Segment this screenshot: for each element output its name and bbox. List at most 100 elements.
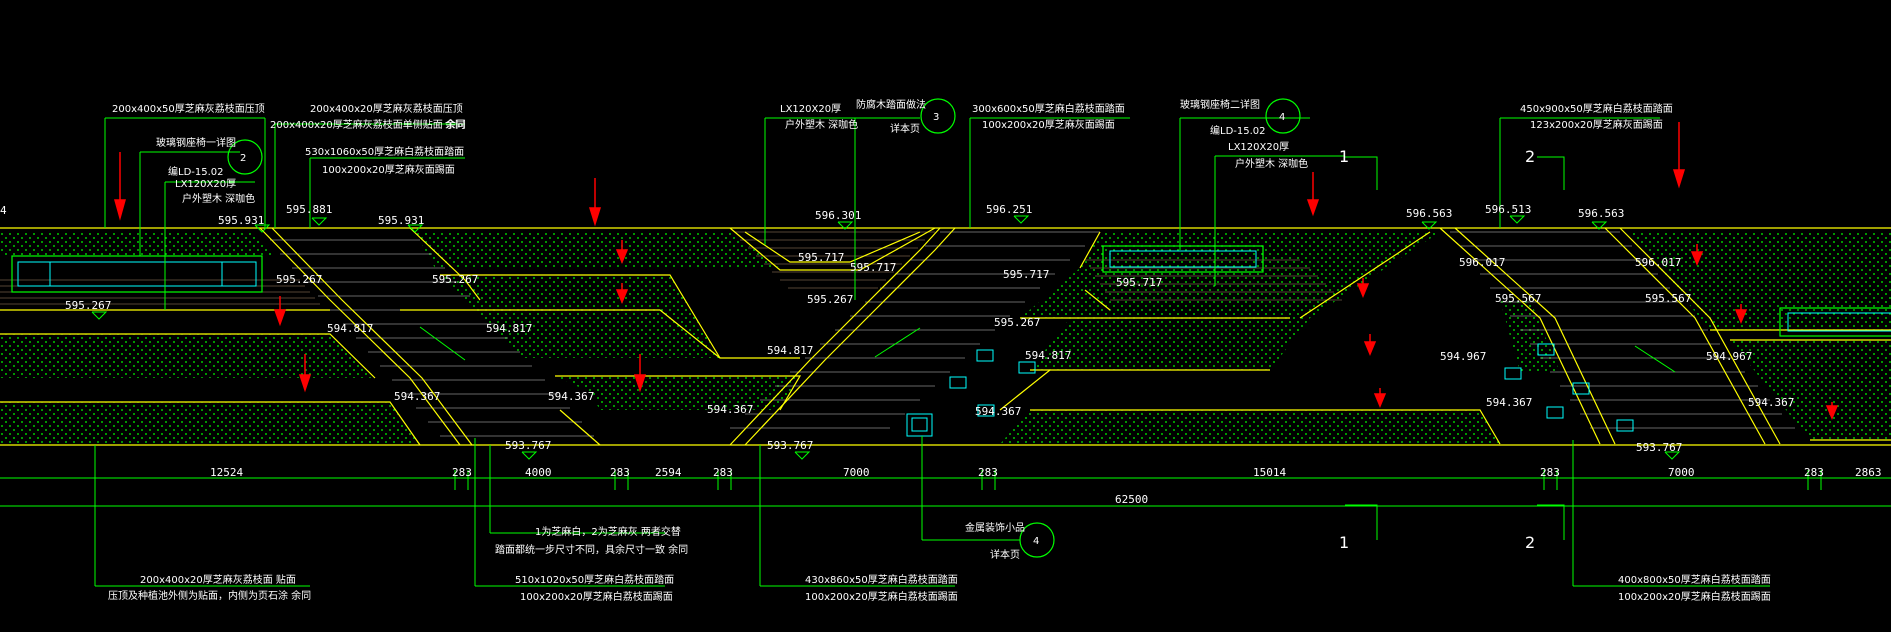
note-32: 100x200x20厚芝麻白荔枝面踢面 (1618, 590, 1771, 603)
red-arrows (114, 122, 1839, 420)
elev: 596.251 (986, 203, 1032, 216)
elev: 4 (0, 204, 7, 217)
elev: 594.967 (1706, 350, 1752, 363)
elev: 595.717 (1116, 276, 1162, 289)
dim: 7000 (1668, 466, 1695, 479)
note-28: 详本页 (990, 548, 1020, 561)
bench-1 (11, 255, 263, 293)
elev: 593.767 (1636, 441, 1682, 454)
leader-lines (94, 117, 1770, 587)
note-3: 玻璃钢座椅一详图 (156, 136, 236, 149)
note-29: 430x860x50厚芝麻白荔枝面踏面 (805, 573, 958, 586)
dim: 283 (452, 466, 472, 479)
planter-4b (1030, 318, 1310, 370)
dim: 15014 (1253, 466, 1286, 479)
planter-mid-left (0, 334, 375, 378)
note-10: 户外塑木 深咖色 (785, 118, 858, 131)
dim: 283 (1540, 466, 1560, 479)
elev: 594.817 (327, 322, 373, 335)
note-20: 123x200x20厚芝麻灰面踢面 (1530, 118, 1663, 131)
elev: 595.717 (798, 251, 844, 264)
elev: 596.017 (1459, 256, 1505, 269)
note-9: LX120X20厚 (780, 103, 841, 115)
elev: 594.367 (1486, 396, 1532, 409)
ramp-arrows (419, 326, 1676, 373)
note-6: 户外塑木 深咖色 (182, 192, 255, 205)
planter-right1 (1630, 232, 1891, 330)
section-mark: 2 (1525, 533, 1535, 552)
planter-2b (440, 275, 720, 358)
elev: 594.367 (975, 405, 1021, 418)
note-13: 300x600x50厚芝麻白荔枝面踏面 (972, 102, 1125, 115)
note-31: 400x800x50厚芝麻白荔枝面踏面 (1618, 573, 1771, 586)
note-24: 100x200x20厚芝麻白荔枝面踢面 (520, 590, 673, 603)
bubble-label: 2 (240, 153, 246, 164)
elevation-markers (91, 215, 1681, 460)
dim: 283 (713, 466, 733, 479)
bubble-label: 3 (933, 112, 939, 123)
elev: 595.931 (218, 214, 264, 227)
elev: 594.367 (394, 390, 440, 403)
elev: 595.267 (432, 273, 478, 286)
note-23: 510x1020x50厚芝麻白荔枝面踏面 (515, 573, 674, 586)
note-25: 200x400x20厚芝麻灰荔枝面 贴面 (140, 573, 296, 586)
elev: 596.563 (1406, 207, 1452, 220)
elev: 596.017 (1635, 256, 1681, 269)
bubble-label: 4 (1279, 112, 1285, 123)
planter-4a (1020, 232, 1440, 318)
dim: 7000 (843, 466, 870, 479)
section-mark: 1 (1339, 533, 1349, 552)
elev: 594.367 (707, 403, 753, 416)
planter-2c (555, 376, 800, 410)
light-fixtures (949, 343, 1634, 432)
elev: 595.717 (1003, 268, 1049, 281)
note-2b: 余同 (445, 118, 465, 131)
planter-right2 (1730, 340, 1891, 440)
elev: 594.817 (767, 344, 813, 357)
note-18: 户外塑木 深咖色 (1235, 157, 1308, 170)
note-2: 200x400x20厚芝麻灰荔枝面压顶 (310, 102, 463, 115)
note-17: LX120X20厚 (1228, 141, 1289, 153)
planter-top-left (0, 232, 275, 255)
bench-2 (1102, 245, 1264, 273)
elev: 593.767 (505, 439, 551, 452)
elev: 595.267 (807, 293, 853, 306)
dim: 283 (1804, 466, 1824, 479)
section-mark: 2 (1525, 147, 1535, 166)
note-19: 450x900x50厚芝麻白荔枝面踏面 (1520, 102, 1673, 115)
note-7: 530x1060x50厚芝麻白荔枝面踏面 (305, 145, 464, 158)
timber-decks (0, 231, 1342, 311)
dim: 283 (978, 466, 998, 479)
dim: 2594 (655, 466, 682, 479)
dim: 12524 (210, 466, 243, 479)
section-mark: 1 (1339, 147, 1349, 166)
note-22: 踏面都统一步尺寸不同，具余尺寸一致 余同 (495, 543, 688, 556)
elev: 595.267 (276, 273, 322, 286)
elev: 594.367 (1748, 396, 1794, 409)
planter-right3 (1500, 300, 1560, 372)
elev: 595.267 (65, 299, 111, 312)
planter-low-left (0, 402, 420, 445)
planting-beds (0, 232, 1891, 445)
note-14: 100x200x20厚芝麻灰面踢面 (982, 118, 1115, 131)
note-15: 玻璃钢座椅二详图 (1180, 98, 1260, 111)
elev: 596.513 (1485, 203, 1531, 216)
note-1: 200x400x50厚芝麻灰荔枝面压顶 (112, 102, 265, 115)
dim-total: 62500 (1115, 493, 1148, 506)
elev: 595.881 (286, 203, 332, 216)
planter-4c (1000, 410, 1500, 444)
dimension-lines (0, 470, 1891, 507)
note-4: 编LD-15.02 (168, 165, 224, 178)
elev: 594.367 (548, 390, 594, 403)
dim: 283 (610, 466, 630, 479)
note-21: 1为芝麻白，2为芝麻灰 两者交替 (535, 525, 681, 538)
metal-ornament (906, 413, 933, 437)
note-26: 压顶及种植池外侧为贴面，内侧为页石涂 余同 (108, 589, 311, 602)
dim: 4000 (525, 466, 552, 479)
elev: 595.567 (1645, 292, 1691, 305)
elev: 595.931 (378, 214, 424, 227)
note-2c: 200x400x20厚芝麻灰荔枝面单侧贴面 余同 (270, 118, 466, 131)
note-5: LX120X20厚 (175, 178, 236, 190)
elev: 595.267 (994, 316, 1040, 329)
